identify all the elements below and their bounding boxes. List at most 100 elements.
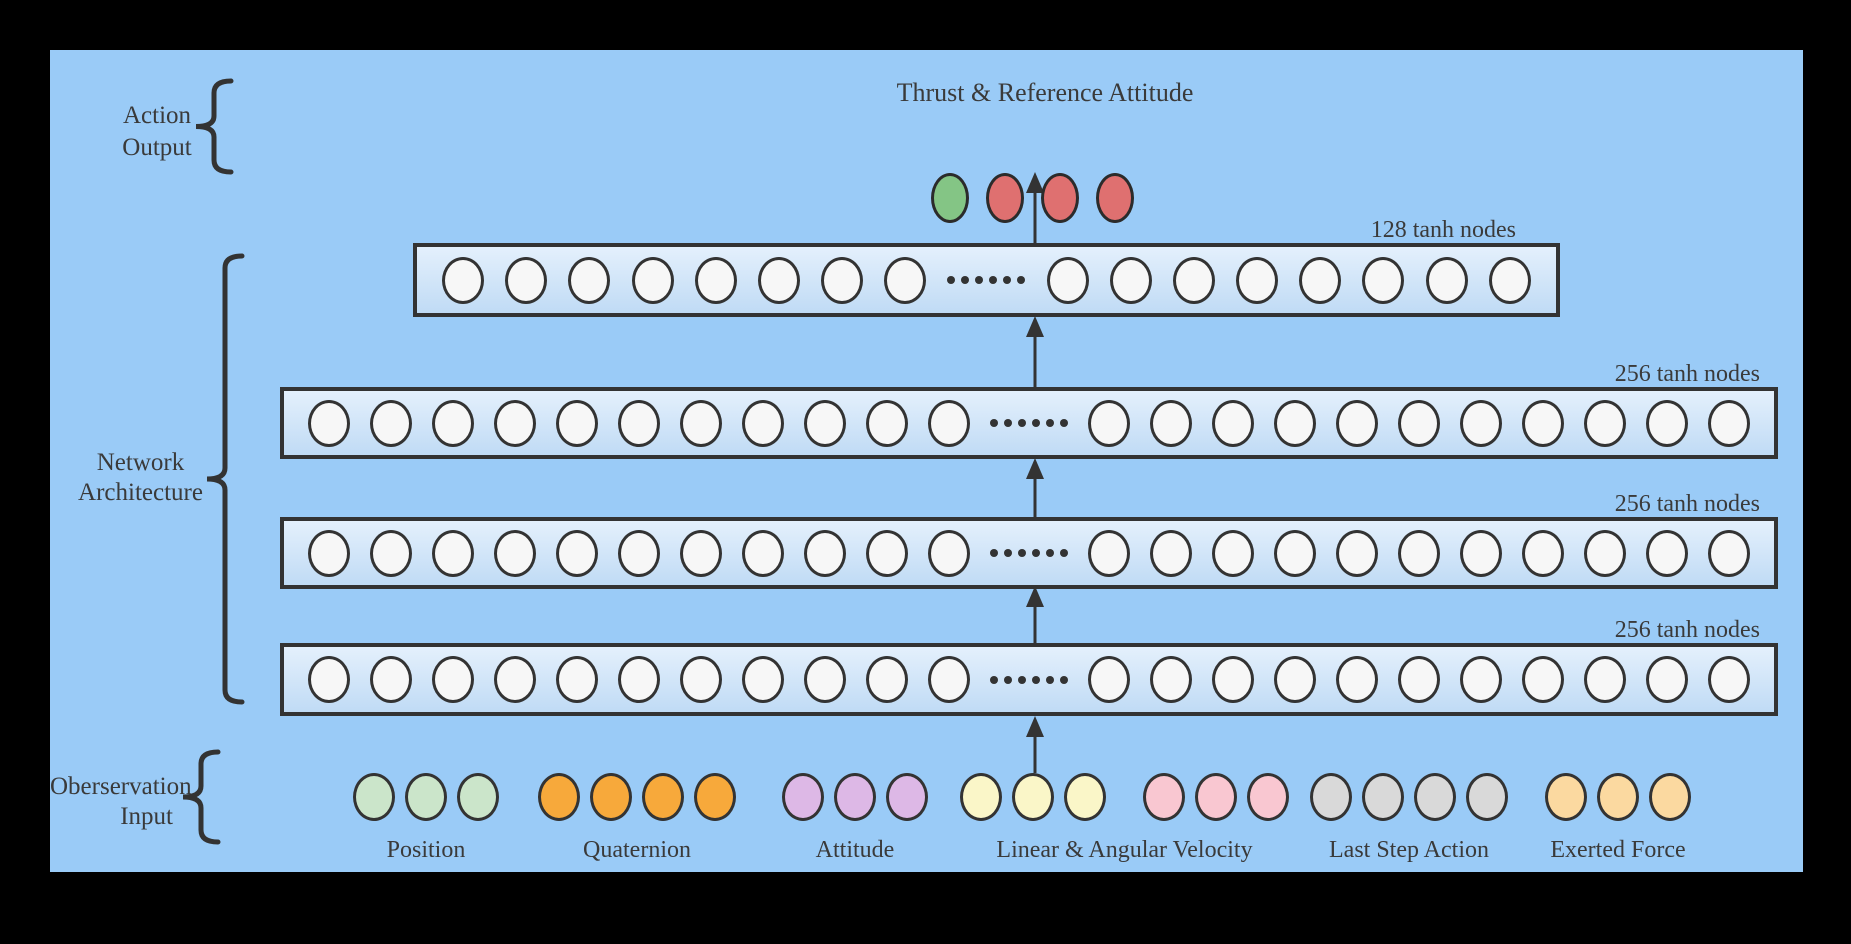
network-architecture-line1: Network	[96, 449, 185, 476]
hidden-node	[1398, 529, 1440, 577]
hidden-node	[1584, 529, 1626, 577]
input-node	[1012, 773, 1054, 821]
input-node	[782, 773, 824, 821]
ellipsis-dot	[1004, 419, 1012, 427]
ellipsis-dots	[990, 549, 1068, 557]
hidden-node	[742, 656, 784, 703]
reference-attitude-node-2	[1041, 173, 1079, 223]
hidden-node	[432, 529, 474, 577]
hidden-node	[556, 399, 598, 447]
hidden-node	[1646, 529, 1688, 577]
action-output-line1: Action	[122, 102, 192, 129]
input-group-label: Exerted Force	[1550, 837, 1686, 863]
network-diagram-panel: Thrust & Reference Attitude 128 tanh nod…	[50, 50, 1803, 872]
input-nodes-row	[353, 773, 499, 821]
input-node	[834, 773, 876, 821]
hidden-node	[1522, 656, 1564, 703]
arrow-input-to-layer4	[1026, 716, 1044, 773]
hidden-node	[308, 529, 350, 577]
input-node	[1649, 773, 1691, 821]
input-group-linear-angular-velocity: Linear & Angular Velocity	[960, 773, 1289, 863]
input-group-attitude: Attitude	[782, 773, 928, 863]
hidden-node	[1488, 256, 1531, 304]
hidden-node	[1362, 256, 1405, 304]
input-group-last-step-action: Last Step Action	[1310, 773, 1508, 863]
output-title: Thrust & Reference Attitude	[896, 78, 1194, 107]
hidden-node	[1398, 656, 1440, 703]
hidden-node	[494, 656, 536, 703]
hidden-node	[556, 529, 598, 577]
input-nodes-row	[960, 773, 1289, 821]
input-node	[1310, 773, 1352, 821]
ellipsis-dot	[1003, 276, 1012, 284]
hidden-node	[1708, 529, 1750, 577]
dense-layer-256-a: 256 tanh nodes	[280, 361, 1778, 459]
thrust-node	[931, 173, 969, 223]
ellipsis-dot	[990, 549, 998, 557]
ellipsis-dot	[1060, 549, 1068, 557]
hidden-node	[928, 529, 970, 577]
ellipsis-dot	[1032, 419, 1040, 427]
hidden-node	[370, 399, 412, 447]
input-node	[1064, 773, 1106, 821]
hidden-node	[1398, 399, 1440, 447]
hidden-node	[1522, 529, 1564, 577]
hidden-node	[308, 656, 350, 703]
ellipsis-dot	[1018, 419, 1026, 427]
hidden-node	[1212, 656, 1254, 703]
input-group-label: Position	[386, 837, 466, 863]
observation-input-label: Oberservation Input	[50, 772, 192, 832]
hidden-node	[1336, 656, 1378, 703]
ellipsis-dots	[990, 419, 1068, 427]
hidden-node	[308, 399, 350, 447]
hidden-node	[1274, 399, 1316, 447]
dense-layer-256-c: 256 tanh nodes	[280, 617, 1778, 716]
hidden-node	[1646, 656, 1688, 703]
hidden-node	[1425, 256, 1468, 304]
arrow-layer3-to-layer2	[1026, 458, 1044, 517]
hidden-node	[866, 399, 908, 447]
hidden-node	[928, 399, 970, 447]
layer-nodes-row	[284, 391, 1774, 455]
layer-nodes-row	[417, 247, 1556, 313]
ellipsis-dot	[1004, 675, 1012, 684]
hidden-node	[505, 256, 548, 304]
hidden-node	[556, 656, 598, 703]
input-node	[405, 773, 447, 821]
input-node	[590, 773, 632, 821]
layer-size-label: 128 tanh nodes	[1370, 217, 1516, 243]
input-node	[960, 773, 1002, 821]
hidden-node	[370, 656, 412, 703]
input-node	[886, 773, 928, 821]
hidden-node	[694, 256, 737, 304]
hidden-node	[1336, 399, 1378, 447]
hidden-node	[1708, 399, 1750, 447]
hidden-node	[442, 256, 485, 304]
input-group-label: Quaternion	[583, 837, 691, 863]
ellipsis-dot	[975, 276, 984, 284]
connector-overlay	[182, 78, 1044, 845]
hidden-node	[1150, 399, 1192, 447]
hidden-node	[494, 399, 536, 447]
ellipsis-dot	[1004, 549, 1012, 557]
hidden-node	[1109, 256, 1152, 304]
hidden-node	[680, 656, 722, 703]
hidden-node	[432, 399, 474, 447]
ellipsis-dot	[990, 675, 998, 684]
hidden-node	[866, 656, 908, 703]
ellipsis-dot	[1060, 419, 1068, 427]
input-node	[1143, 773, 1185, 821]
hidden-node	[1460, 656, 1502, 703]
ellipsis-dot	[1032, 549, 1040, 557]
hidden-node	[432, 656, 474, 703]
ellipsis-dot	[1018, 549, 1026, 557]
hidden-node	[631, 256, 674, 304]
input-nodes-row	[1310, 773, 1508, 821]
input-group-position: Position	[353, 773, 499, 863]
input-group-exerted-force: Exerted Force	[1545, 773, 1691, 863]
ellipsis-dot	[990, 419, 998, 427]
ellipsis-dots	[947, 276, 1026, 284]
input-group-label: Linear & Angular Velocity	[996, 837, 1253, 863]
hidden-node	[1708, 656, 1750, 703]
hidden-node	[804, 656, 846, 703]
